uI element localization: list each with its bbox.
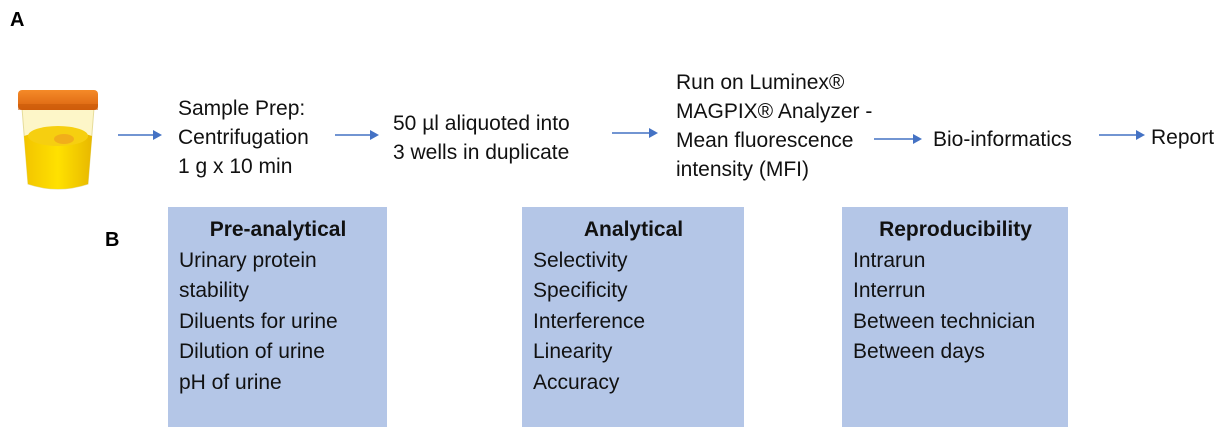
reproducibility-box: Reproducibility Intrarun Interrun Betwee… xyxy=(842,207,1068,427)
panel-label-a: A xyxy=(10,9,25,31)
pre-analytical-item: stability xyxy=(179,279,250,302)
pre-analytical-item: Urinary protein xyxy=(179,248,317,272)
step-sample-prep-line: 1 g x 10 min xyxy=(178,155,293,178)
step-bioinformatics-line: Bio-informatics xyxy=(933,128,1072,151)
step-sample-prep-line: Centrifugation xyxy=(178,126,309,149)
pre-analytical-item: pH of urine xyxy=(179,370,282,394)
pre-analytical-box: Pre-analytical Urinary protein stability… xyxy=(168,207,387,427)
pre-analytical-item: Diluents for urine xyxy=(179,309,338,333)
reproducibility-title: Reproducibility xyxy=(879,218,1032,241)
step-luminex-run: Run on Luminex® MAGPIX® Analyzer - Mean … xyxy=(676,68,872,184)
urine-sample-cup-icon xyxy=(18,90,98,190)
step-luminex-run-line: MAGPIX® Analyzer - xyxy=(676,100,873,123)
step-luminex-run-line: Mean fluorescence xyxy=(676,129,854,152)
analytical-title: Analytical xyxy=(583,218,684,241)
reproducibility-item: Intrarun xyxy=(853,248,926,272)
analytical-item: Accuracy xyxy=(533,370,620,394)
step-bioinformatics: Bio-informatics xyxy=(933,125,1072,154)
analytical-item: Interference xyxy=(533,309,646,333)
arrow-icon xyxy=(335,130,379,140)
analytical-item: Linearity xyxy=(533,340,613,363)
reproducibility-item: Between technician xyxy=(853,309,1036,333)
analytical-box: Analytical Selectivity Specificity Inter… xyxy=(522,207,744,427)
step-aliquot-line: 50 µl aliquoted into xyxy=(393,112,570,135)
arrow-icon xyxy=(874,134,922,144)
analytical-item: Selectivity xyxy=(533,248,628,272)
step-sample-prep-line: Sample Prep: xyxy=(178,97,306,120)
pre-analytical-item: Dilution of urine xyxy=(179,340,325,363)
analytical-item: Specificity xyxy=(533,279,628,302)
reproducibility-item: Interrun xyxy=(853,279,926,302)
reproducibility-item: Between days xyxy=(853,340,985,363)
step-aliquot-line: 3 wells in duplicate xyxy=(393,141,570,164)
step-report: Report xyxy=(1151,123,1214,152)
step-report-line: Report xyxy=(1151,126,1215,149)
step-sample-prep: Sample Prep: Centrifugation 1 g x 10 min xyxy=(178,94,309,181)
pre-analytical-title: Pre-analytical xyxy=(209,218,347,241)
arrow-icon xyxy=(118,130,162,140)
step-aliquot: 50 µl aliquoted into 3 wells in duplicat… xyxy=(393,109,570,167)
step-luminex-run-line: Run on Luminex® xyxy=(676,71,845,94)
panel-label-b: B xyxy=(105,229,120,251)
step-luminex-run-line: intensity (MFI) xyxy=(676,158,810,181)
arrow-icon xyxy=(1099,130,1145,140)
arrow-icon xyxy=(612,128,658,138)
